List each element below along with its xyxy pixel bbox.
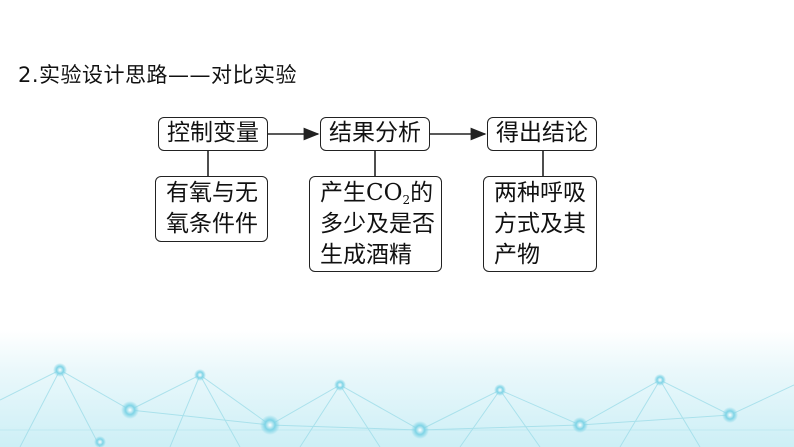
detail-line: 氧条件件 (166, 211, 258, 237)
detail-line: 两种呼吸 (494, 180, 586, 206)
detail-line-co2: 产生CO2的 (320, 180, 434, 207)
detail-co2-alcohol: 产生CO2的 多少及是否 生成酒精 (309, 176, 442, 272)
detail-line: 生成酒精 (320, 242, 412, 268)
decorative-network-background (0, 330, 794, 447)
flow-connectors (207, 127, 544, 176)
flow-step-control-variables: 控制变量 (158, 117, 268, 151)
step-label: 得出结论 (496, 120, 588, 146)
detail-line: 产物 (494, 242, 540, 268)
step-label: 结果分析 (329, 120, 421, 146)
detail-oxygen-conditions: 有氧与无 氧条件件 (155, 176, 268, 242)
detail-line: 有氧与无 (166, 180, 258, 206)
step-label: 控制变量 (167, 120, 259, 146)
detail-respiration-products: 两种呼吸 方式及其 产物 (483, 176, 597, 272)
detail-line: 方式及其 (494, 211, 586, 237)
network-node-dots (53, 363, 738, 447)
flow-step-result-analysis: 结果分析 (320, 117, 430, 151)
flow-step-conclusion: 得出结论 (487, 117, 597, 151)
section-heading: 2.实验设计思路——对比实验 (18, 63, 298, 87)
subscript-2: 2 (402, 193, 411, 207)
detail-line: 多少及是否 (320, 211, 435, 237)
